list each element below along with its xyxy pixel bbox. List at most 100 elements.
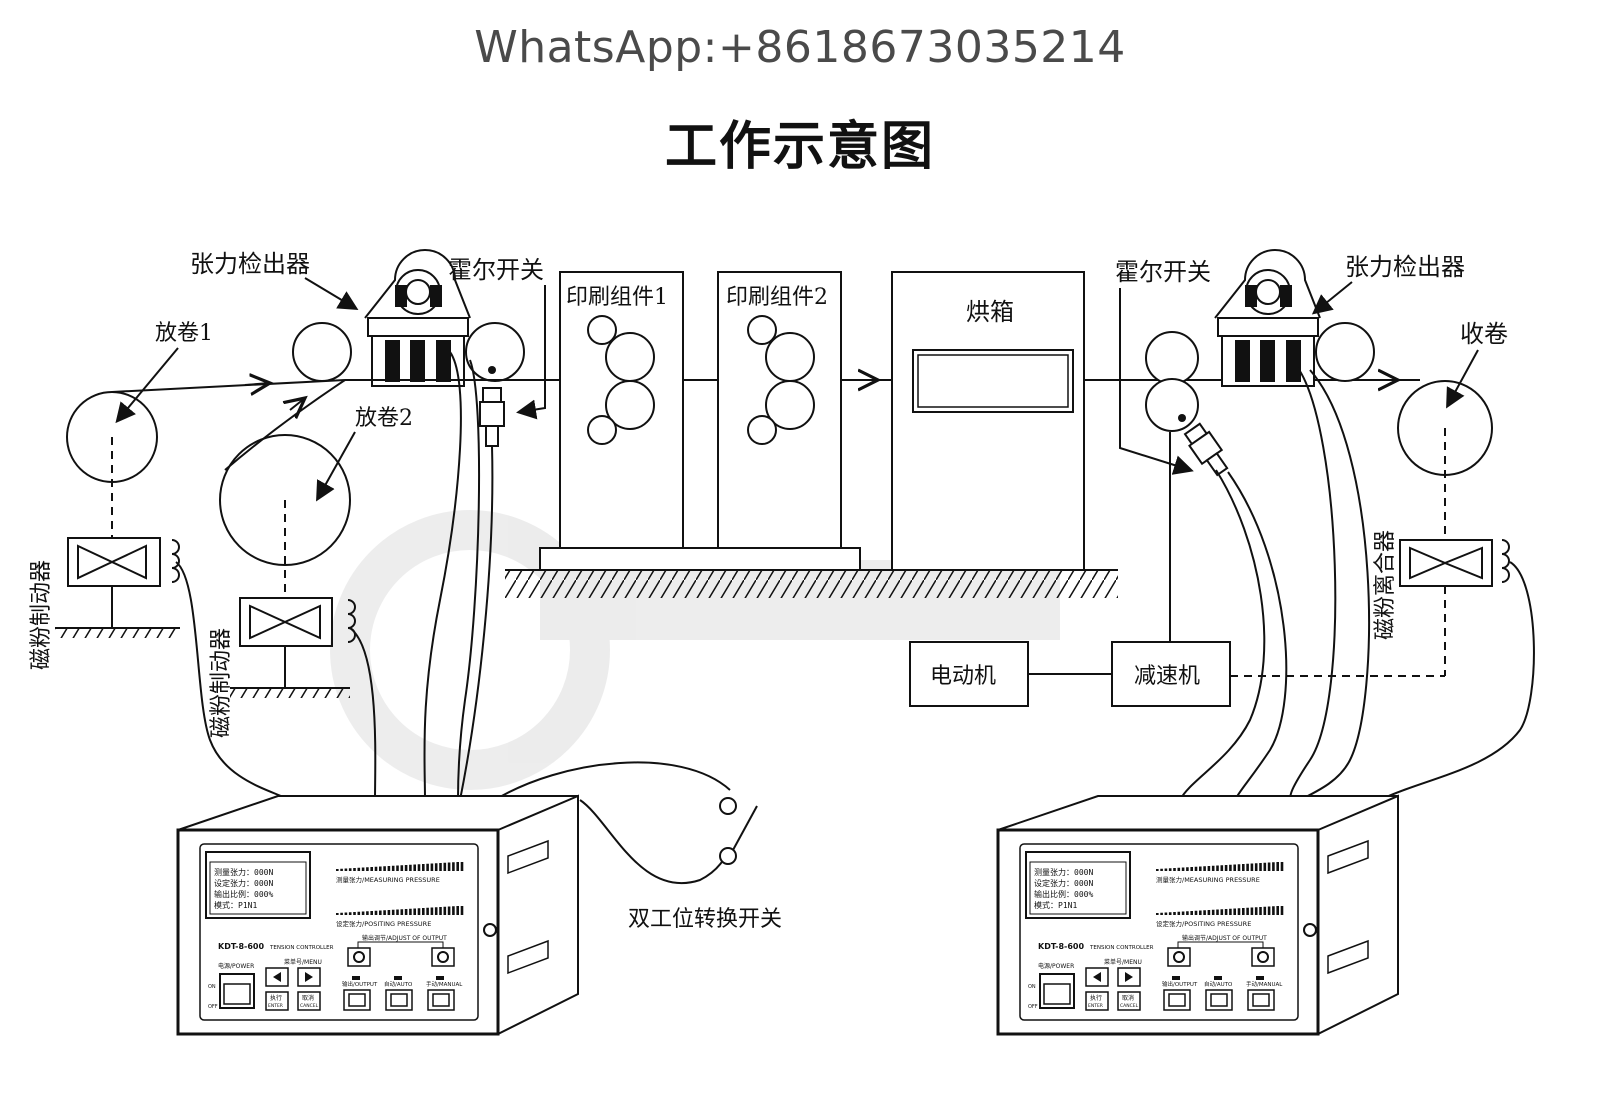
button-frame[interactable] bbox=[1167, 947, 1191, 967]
bar-segment bbox=[452, 906, 455, 915]
mode-label: 手动/MANUAL bbox=[426, 980, 463, 988]
side-slot bbox=[1327, 939, 1369, 975]
auto-button[interactable] bbox=[385, 989, 413, 1011]
auto-button[interactable] bbox=[1205, 989, 1233, 1011]
button-frame[interactable] bbox=[385, 989, 413, 1011]
lcd-line: 模式：P1N1 bbox=[214, 900, 257, 910]
tension-controller-left: 测量张力：000N设定张力：000N输出比例：000%模式：P1N1测量张力/M… bbox=[176, 794, 579, 1036]
power-switch[interactable] bbox=[1039, 973, 1075, 1009]
increase-output-button[interactable] bbox=[1251, 947, 1275, 967]
output-button[interactable] bbox=[1163, 989, 1191, 1011]
web-path-1 bbox=[111, 379, 346, 393]
right-guide-roll bbox=[1315, 322, 1375, 382]
bar-segment bbox=[1259, 907, 1262, 915]
button-frame[interactable] bbox=[1205, 989, 1233, 1011]
bar-segment bbox=[1263, 906, 1267, 915]
menu-prev-button[interactable] bbox=[1085, 967, 1109, 987]
mode-icon bbox=[1168, 993, 1186, 1007]
bar-segment bbox=[370, 867, 373, 871]
bar-segment bbox=[1207, 866, 1211, 871]
button-frame[interactable] bbox=[1251, 947, 1275, 967]
mode-led bbox=[394, 976, 402, 980]
bar-segment bbox=[1190, 911, 1193, 915]
right-nip-roll-top bbox=[1145, 331, 1199, 385]
power-switch-rocker[interactable] bbox=[223, 983, 251, 1005]
mode-led bbox=[436, 976, 444, 980]
controller-side bbox=[1317, 794, 1399, 1036]
output-button[interactable] bbox=[343, 989, 371, 1011]
bar-segment bbox=[1164, 868, 1168, 871]
menu-next-button[interactable] bbox=[297, 967, 321, 987]
power-switch-rocker[interactable] bbox=[1043, 983, 1071, 1005]
button-frame[interactable] bbox=[1117, 991, 1141, 1011]
manual-button[interactable] bbox=[1247, 989, 1275, 1011]
bar-segment bbox=[447, 862, 451, 871]
lcd-line: 设定张力：000N bbox=[214, 878, 273, 888]
web-path-2 bbox=[224, 379, 346, 471]
bar-segment bbox=[1233, 864, 1236, 871]
button-frame[interactable] bbox=[265, 991, 289, 1011]
bar-segment bbox=[1164, 912, 1168, 915]
bar-segment bbox=[1237, 864, 1241, 871]
bar-label: 测量张力/MEASURING PRESSURE bbox=[1156, 875, 1260, 884]
bar-segment bbox=[391, 909, 395, 915]
button-frame[interactable] bbox=[347, 947, 371, 967]
whatsapp-contact: WhatsApp:+8618673035214 bbox=[474, 22, 1126, 73]
arrow-icon bbox=[305, 972, 313, 982]
magnetic-brake-2 bbox=[239, 597, 356, 688]
model-label: KDT-8-600 bbox=[218, 942, 264, 951]
bar-segment bbox=[357, 867, 361, 871]
knob-icon bbox=[437, 951, 449, 963]
bar-segment bbox=[336, 913, 339, 915]
knob-icon bbox=[1173, 951, 1185, 963]
bar-segment bbox=[1272, 862, 1275, 871]
decrease-output-button[interactable] bbox=[1167, 947, 1191, 967]
button-frame[interactable] bbox=[343, 989, 371, 1011]
bargraph bbox=[1156, 906, 1284, 915]
magnetic-clutch bbox=[1399, 539, 1510, 676]
bar-segment bbox=[430, 863, 434, 871]
mode-label: 手动/MANUAL bbox=[1246, 980, 1283, 988]
button-frame[interactable] bbox=[297, 991, 321, 1011]
decrease-output-button[interactable] bbox=[347, 947, 371, 967]
bar-segment bbox=[439, 907, 442, 915]
bar-segment bbox=[1190, 867, 1193, 871]
button-frame[interactable] bbox=[1163, 989, 1191, 1011]
bar-segment bbox=[348, 912, 352, 915]
bar-segment bbox=[340, 868, 343, 871]
lcd-line: 模式：P1N1 bbox=[1034, 900, 1077, 910]
adjust-bracket bbox=[1177, 941, 1264, 948]
button-frame[interactable] bbox=[431, 947, 455, 967]
button-cn-label: 取消 bbox=[302, 994, 314, 1002]
bar-segment bbox=[1207, 910, 1211, 915]
mode-label: 输出/OUTPUT bbox=[342, 980, 378, 988]
bar-segment bbox=[1242, 908, 1245, 915]
print-unit-2-label: 印刷组件2 bbox=[726, 285, 828, 310]
rewind-label: 收卷 bbox=[1460, 320, 1508, 348]
panel-screw bbox=[483, 923, 497, 937]
button-frame[interactable] bbox=[1247, 989, 1275, 1011]
menu-prev-button[interactable] bbox=[265, 967, 289, 987]
bar-segment bbox=[1177, 911, 1181, 915]
bar-segment bbox=[1267, 862, 1271, 871]
bar-segment bbox=[1203, 866, 1206, 871]
dual-switch-label: 双工位转换开关 bbox=[628, 907, 782, 932]
power-switch[interactable] bbox=[219, 973, 255, 1009]
menu-next-button[interactable] bbox=[1117, 967, 1141, 987]
bar-segment bbox=[1220, 865, 1224, 871]
reducer-box bbox=[1111, 641, 1231, 707]
bar-segment bbox=[366, 867, 369, 871]
knob-icon bbox=[353, 951, 365, 963]
manual-button[interactable] bbox=[427, 989, 455, 1011]
increase-output-button[interactable] bbox=[431, 947, 455, 967]
button-frame[interactable] bbox=[1085, 991, 1109, 1011]
bar-segment bbox=[447, 906, 451, 915]
button-frame[interactable] bbox=[427, 989, 455, 1011]
tension-detector-left bbox=[364, 249, 471, 387]
printing-base bbox=[539, 547, 861, 571]
bargraph bbox=[336, 862, 464, 871]
